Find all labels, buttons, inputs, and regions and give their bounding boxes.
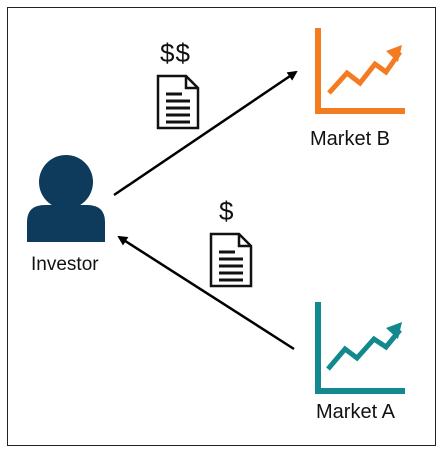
- money-label-to-market-b: $$: [160, 38, 191, 68]
- money-label-from-market-a: $: [219, 196, 234, 226]
- market-a-chart-icon: [315, 302, 405, 394]
- arrow-to-investor: [117, 235, 295, 351]
- arrow-to-market-b: [113, 70, 298, 197]
- document-icon: [209, 232, 253, 288]
- market-b-chart-icon: [315, 28, 405, 114]
- investor-label: Investor: [31, 254, 99, 275]
- investor-icon: [27, 155, 105, 242]
- document-icon: [156, 74, 200, 130]
- market-b-label: Market B: [310, 128, 391, 150]
- market-a-label: Market A: [316, 401, 395, 423]
